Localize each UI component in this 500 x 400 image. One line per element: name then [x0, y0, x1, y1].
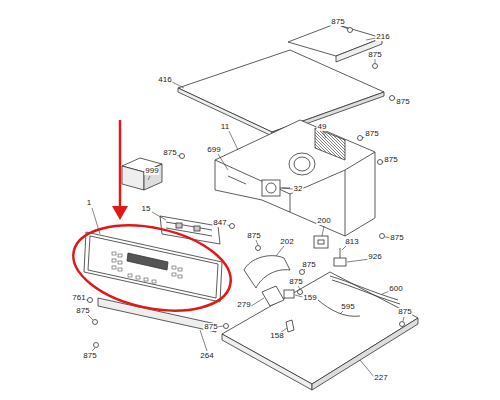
module-box: [122, 158, 162, 190]
callout-number: 813: [344, 238, 359, 246]
callout-number: 875: [367, 51, 382, 59]
callout-number: 875: [364, 130, 379, 138]
callout-number: 875: [203, 323, 218, 331]
callout-number: 999: [144, 167, 159, 175]
callout-number: 264: [199, 352, 214, 360]
callout-number: 699: [206, 146, 221, 154]
callout-number: 875: [288, 278, 303, 286]
callout-number: 595: [340, 303, 355, 311]
callout-number: 200: [316, 217, 331, 225]
callout-number: 875: [162, 149, 177, 157]
screws: [88, 28, 405, 348]
callout-number: 202: [279, 238, 294, 246]
callout-number: 158: [269, 332, 284, 340]
motor: [262, 180, 290, 196]
base-plate: [222, 272, 418, 390]
callout-number: 216: [375, 33, 390, 41]
highlight: [65, 120, 238, 324]
callout-number: 875: [82, 352, 97, 360]
housing: [215, 120, 375, 236]
callout-number: 227: [373, 374, 388, 382]
callout-number: 875: [246, 232, 261, 240]
trim-strip: [98, 298, 216, 332]
wire-harness: [318, 276, 400, 316]
callout-number: 32: [293, 185, 304, 193]
callout-number: 875: [395, 98, 410, 106]
callout-number: 847: [212, 219, 227, 227]
callout-number: 875: [330, 18, 345, 26]
callout-number: 416: [157, 76, 172, 84]
callout-number: 49: [317, 123, 328, 131]
callout-number: 875: [301, 261, 316, 269]
callout-number: 1: [86, 199, 92, 207]
callout-number: 761: [71, 294, 86, 302]
callout-number: 600: [388, 285, 403, 293]
callout-number: 15: [141, 205, 152, 213]
callout-number: 159: [302, 294, 317, 302]
control-panel: [84, 232, 222, 302]
callout-number: 875: [397, 308, 412, 316]
top-cover: [178, 50, 384, 136]
callout-number: 11: [220, 123, 230, 131]
callout-number: 279: [236, 301, 251, 309]
callout-number: 926: [367, 253, 382, 261]
callout-number: 875: [383, 156, 398, 164]
callout-number: 875: [75, 307, 90, 315]
fan-duct: [244, 256, 294, 332]
leader-lines: [84, 26, 404, 378]
callout-number: 875: [389, 234, 404, 242]
